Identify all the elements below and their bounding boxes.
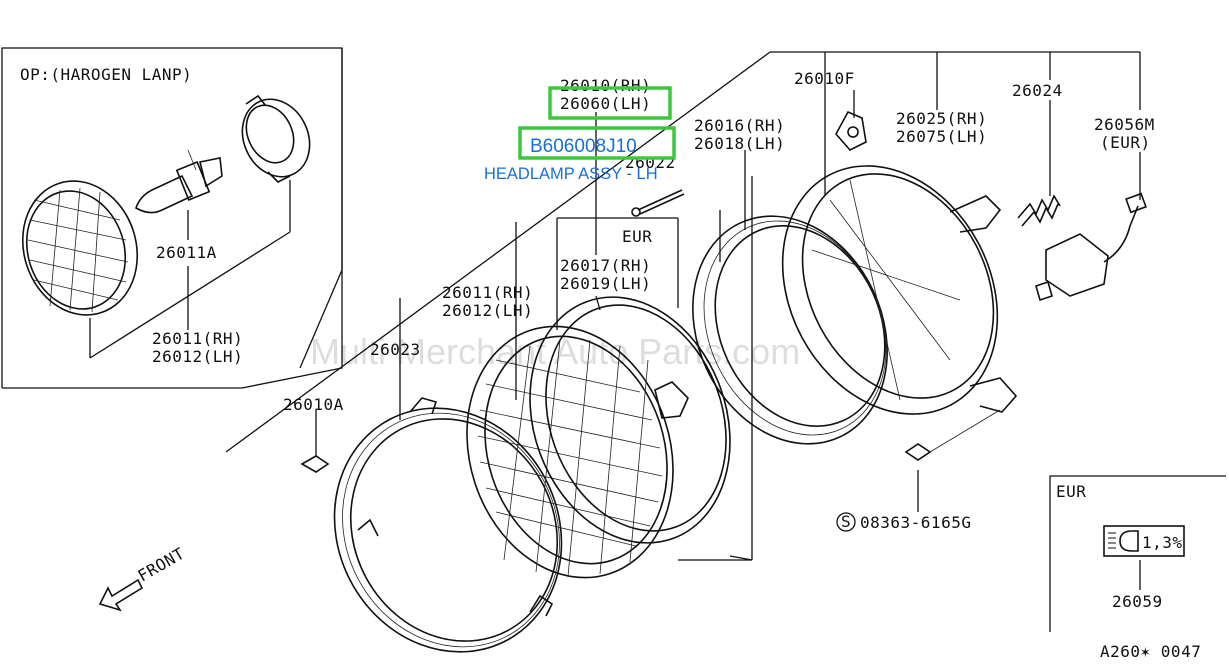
adjuster-bracket[interactable] xyxy=(835,110,867,151)
eur-box: EUR 1,3% 26059 xyxy=(1049,475,1226,632)
option-sealed-beam-lamp[interactable] xyxy=(6,166,155,330)
headlamp-beam-icon xyxy=(1119,530,1139,552)
label-26023: 26023 xyxy=(370,340,421,359)
level-indicator-text: 1,3% xyxy=(1142,533,1183,552)
retaining-ring[interactable] xyxy=(657,184,923,476)
watermark: Multi Merchant Auto Parts.com xyxy=(310,331,800,372)
label-26010-rh: 26010(RH) xyxy=(560,76,651,95)
label-26010a: 26010A xyxy=(283,395,344,414)
label-26010f: 26010F xyxy=(794,69,855,88)
bulb-socket-ring[interactable] xyxy=(230,88,322,188)
diagram-code: A260✶ 0047 xyxy=(1100,642,1201,661)
label-26056m-eur: (EUR) xyxy=(1100,133,1151,152)
assembly-frame-lines xyxy=(225,51,1141,561)
screw-26010a[interactable] xyxy=(300,410,330,473)
highlight-box-26060 xyxy=(548,86,672,120)
sealed-beam-lamp[interactable] xyxy=(435,299,704,604)
screw-26022[interactable] xyxy=(631,189,685,217)
headlamp-bezel-ring[interactable] xyxy=(292,368,604,672)
front-label: FRONT xyxy=(135,544,188,586)
label-26025-rh: 26025(RH) xyxy=(896,109,987,128)
label-26060-lh: 26060(LH) xyxy=(560,94,651,113)
label-26059: 26059 xyxy=(1112,592,1163,611)
callout-part-number[interactable]: B606008J10 xyxy=(530,136,637,157)
headlamp-housing[interactable] xyxy=(741,128,1040,451)
option-box: OP:(HAROGEN LANP) xyxy=(1,47,343,389)
mounting-ring[interactable] xyxy=(497,269,764,571)
label-26017-rh: 26017(RH) xyxy=(560,256,651,275)
callout-description: HEADLAMP ASSY - LH xyxy=(484,165,658,183)
svg-text:S: S xyxy=(841,512,851,531)
screw-08363-6165g[interactable] xyxy=(904,409,1001,461)
label-bulb: 26011A xyxy=(156,243,217,262)
callout-highlight[interactable]: B606008J10 HEADLAMP ASSY - LH xyxy=(484,86,676,183)
label-screw-08363: S 08363-6165G xyxy=(836,512,971,532)
adjuster-spring[interactable] xyxy=(1017,194,1061,227)
option-box-title: OP:(HAROGEN LANP) xyxy=(20,65,192,84)
label-26019-lh: 26019(LH) xyxy=(560,274,651,293)
leader-lines xyxy=(399,52,1141,590)
label-26075-lh: 26075(LH) xyxy=(896,127,987,146)
highlight-box-part-number xyxy=(518,126,676,160)
front-arrow: FRONT xyxy=(98,544,188,612)
label-26056m: 26056M xyxy=(1094,115,1155,134)
label-screw-part: 08363-6165G xyxy=(860,513,971,532)
halogen-bulb[interactable] xyxy=(135,149,223,214)
label-26011-rh: 26011(RH) xyxy=(442,283,533,302)
headlamp-level-label[interactable]: 1,3% xyxy=(1103,525,1185,557)
label-lamp-rh: 26011(RH) xyxy=(152,329,243,348)
eur-box-title: EUR xyxy=(1056,482,1086,501)
label-26016-rh: 26016(RH) xyxy=(694,116,785,135)
bulb-socket-harness[interactable] xyxy=(1035,192,1147,302)
label-26024: 26024 xyxy=(1012,81,1063,100)
label-lamp-lh: 26012(LH) xyxy=(152,347,243,366)
label-eur: EUR xyxy=(622,227,652,246)
label-26012-lh: 26012(LH) xyxy=(442,301,533,320)
label-26018-lh: 26018(LH) xyxy=(694,134,785,153)
